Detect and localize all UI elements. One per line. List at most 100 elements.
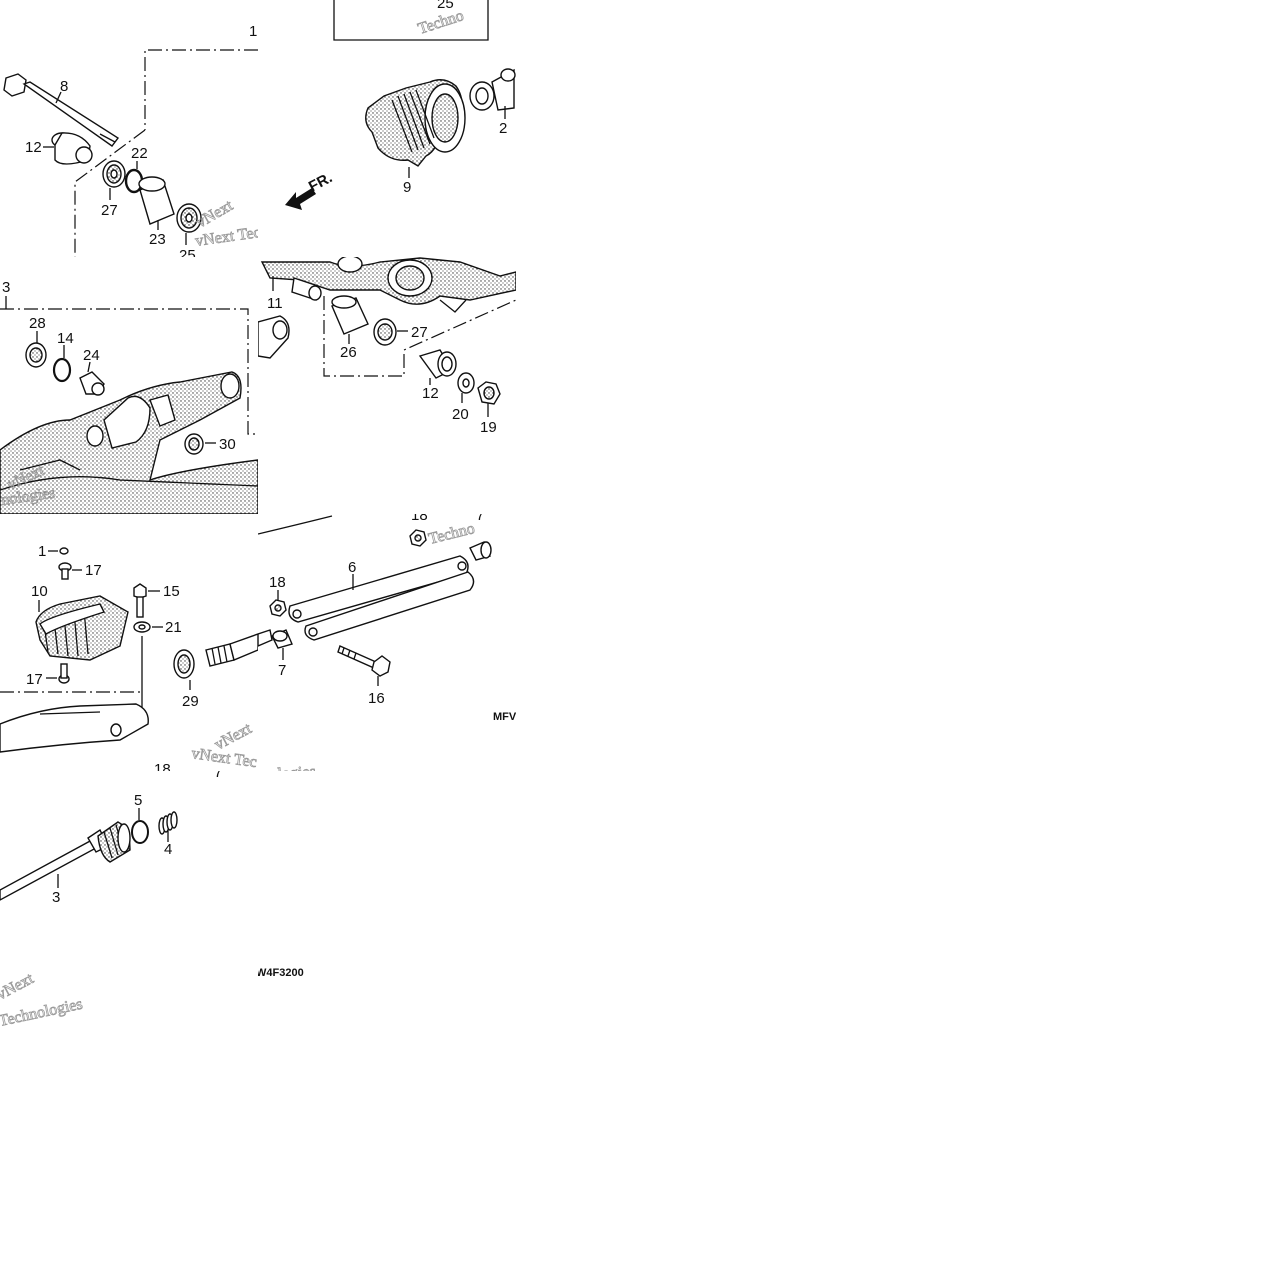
screw-part (58, 562, 72, 580)
callout-6: 6 (348, 559, 356, 576)
callout-23: 23 (149, 231, 166, 248)
callout-18: 18 (154, 761, 171, 778)
callout-12: 12 (422, 385, 439, 402)
callout-2: 2 (499, 120, 507, 137)
bearing-part (102, 160, 126, 188)
tile-bottom-left: 5 4 3 7 vNext Technologies (0, 764, 222, 1030)
callout-10: 10 (31, 583, 48, 600)
callout-3: 3 (52, 889, 60, 906)
pivot-bolt-part (3, 73, 120, 147)
callout-12: 12 (25, 139, 42, 156)
drive-shaft-part (0, 821, 131, 901)
callout-3: 3 (2, 279, 10, 296)
universal-joint-part (469, 68, 516, 111)
drive-shaft-part (258, 629, 273, 647)
callout-27: 27 (101, 202, 118, 219)
assembly-bracket-line (74, 129, 146, 257)
callout-18: 18 (269, 574, 286, 591)
callout-1: 1 (249, 23, 257, 40)
bearing-part (373, 318, 397, 346)
bushing-part (79, 371, 105, 396)
callout-26: 26 (340, 344, 357, 361)
callout-7: 7 (278, 662, 286, 679)
callout-9: 9 (403, 179, 411, 196)
assembly-box-line (333, 0, 489, 41)
callout-30: 30 (219, 436, 236, 453)
callout-24: 24 (83, 347, 100, 364)
callout-22: 22 (131, 145, 148, 162)
tile-mid-left: 3 28 14 24 30 nologies vNext (0, 279, 258, 514)
bolt-part (133, 583, 147, 618)
spacer-part (331, 295, 369, 335)
collar-part (51, 132, 93, 165)
swingarm-part (0, 703, 149, 753)
assembly-bracket-line (144, 49, 258, 130)
frame-casting-part (260, 257, 516, 313)
nut-part (269, 599, 287, 617)
callout-11: 11 (267, 295, 283, 312)
callout-29: 29 (182, 693, 199, 710)
swingarm-edge-line (258, 515, 333, 535)
bearing-part (176, 203, 202, 233)
callout-7: 7 (214, 764, 222, 781)
watermark-text: vNext (194, 197, 237, 232)
drive-shaft-part (205, 633, 258, 667)
watermark-text: Technologies (0, 996, 84, 1030)
circlip-part (52, 357, 72, 383)
washer-part (133, 621, 151, 633)
snap-ring-part (131, 820, 149, 844)
frame-code-main: W4F3200 (256, 967, 304, 979)
callout-17: 17 (26, 671, 43, 688)
final-drive-housing-part (365, 79, 466, 167)
tile-lower-left: 1 17 10 15 21 17 29 18 vNext Tec vNext (0, 543, 258, 778)
spring-part (158, 811, 178, 835)
watermark-text: Techno (427, 520, 477, 548)
connecting-link-part (288, 555, 475, 641)
oil-seal-part (184, 433, 204, 455)
callout-4: 4 (164, 841, 172, 858)
collar-part (418, 349, 457, 379)
callout-25: 25 (437, 0, 454, 12)
tile-bottom-right: W4F3200 (256, 967, 304, 979)
universal-joint-part (258, 315, 290, 359)
callout-5: 5 (134, 792, 142, 809)
tile-lower-right: 18 7 18 6 7 16 MFV Techno nologies (258, 507, 517, 784)
watermark-text: vNext (0, 970, 37, 1004)
assembly-bracket-line (0, 308, 258, 435)
frame-code-partial: MFV (493, 711, 517, 723)
callout-7: 7 (476, 507, 484, 524)
chain-guard-part (35, 595, 129, 661)
callout-21: 21 (165, 619, 182, 636)
nut-part (477, 381, 501, 405)
washer-part (457, 372, 475, 394)
spacer-part (138, 176, 175, 225)
screw-part (58, 663, 70, 684)
sleeve-part (291, 277, 322, 301)
collar-part (469, 541, 492, 561)
callout-19: 19 (480, 419, 497, 436)
cap-part (59, 547, 69, 555)
callout-16: 16 (368, 690, 385, 707)
watermark-text: nologies (261, 763, 316, 784)
callout-18: 18 (411, 507, 428, 524)
callout-27: 27 (411, 324, 428, 341)
bolt-part (337, 645, 391, 677)
watermark-text: vNext (212, 720, 255, 754)
front-direction-arrow: FR. (285, 169, 335, 210)
oil-seal-part (173, 649, 195, 679)
assembly-bracket-line (323, 296, 516, 377)
callout-17: 17 (85, 562, 102, 579)
swingarm-part (0, 371, 258, 514)
tile-mid-right: 11 26 27 12 20 19 (258, 257, 516, 436)
callout-1: 1 (38, 543, 46, 560)
callout-15: 15 (163, 583, 180, 600)
callout-28: 28 (29, 315, 46, 332)
callout-8: 8 (60, 78, 68, 95)
collar-part (271, 629, 293, 649)
callout-25: 25 (179, 247, 196, 264)
callout-20: 20 (452, 406, 469, 423)
tile-top-right: FR. 25 2 9 Techno (285, 0, 516, 210)
tile-top-left: 1 8 12 22 27 23 25 vNext Tec vNext (3, 23, 258, 264)
